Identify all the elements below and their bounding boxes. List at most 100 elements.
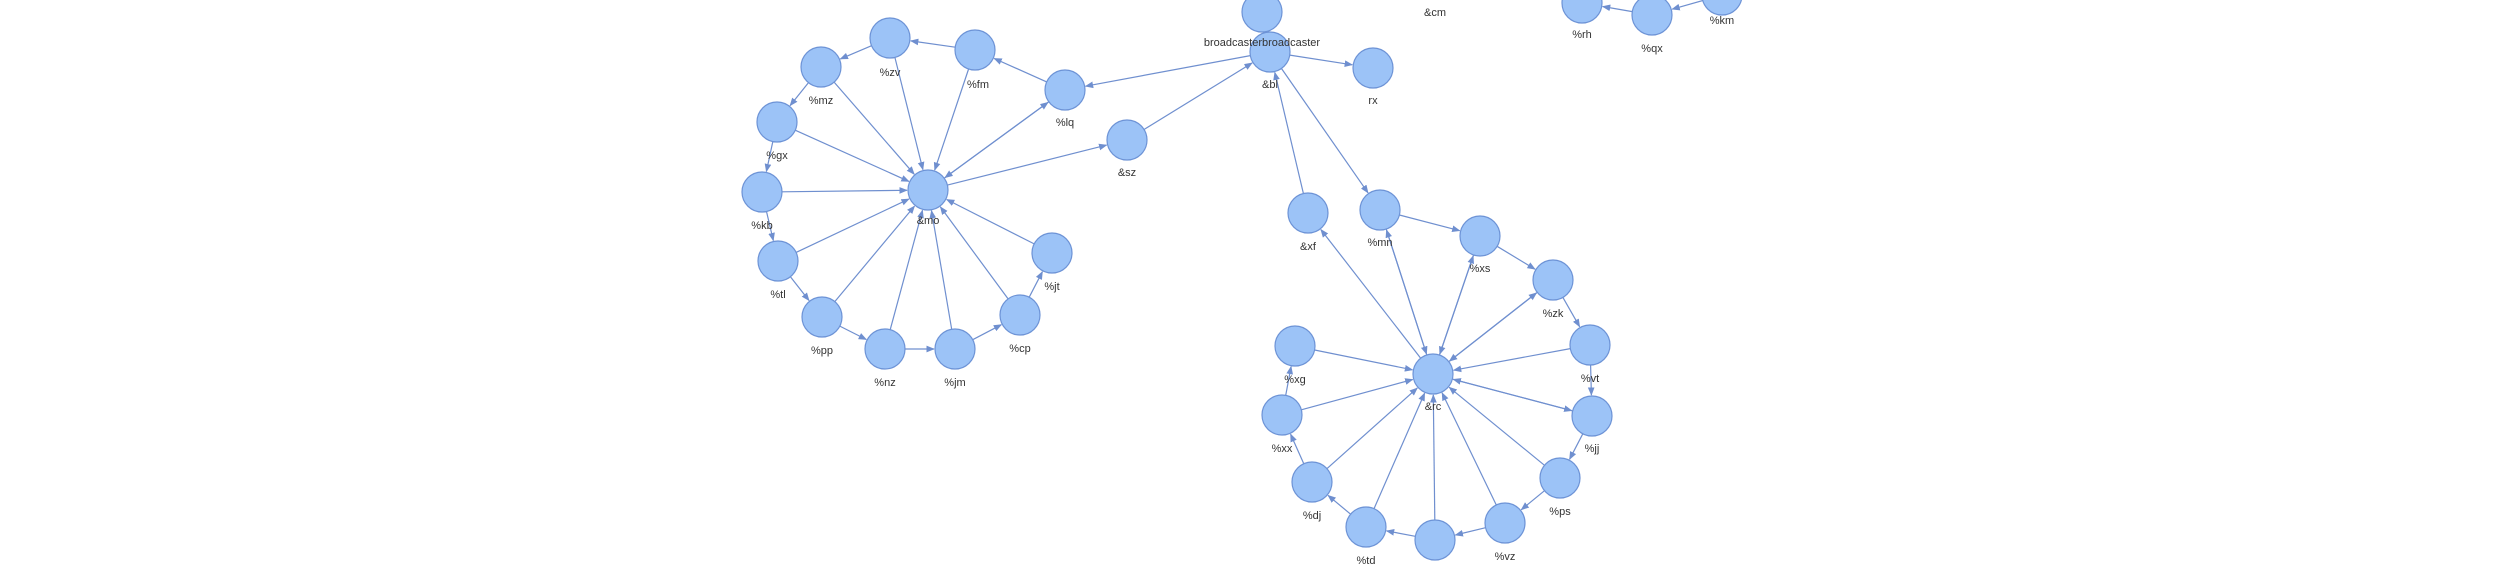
node-top[interactable] bbox=[1241, 0, 1283, 33]
node-nz[interactable]: %nz bbox=[864, 328, 906, 389]
node-lq[interactable]: %lq bbox=[1044, 69, 1086, 129]
node-circle-vz[interactable] bbox=[1484, 502, 1526, 544]
node-cp[interactable]: %cp bbox=[999, 294, 1041, 355]
node-circle-xg[interactable] bbox=[1274, 325, 1316, 367]
free-label-cm: &cm bbox=[1424, 7, 1446, 19]
node-kb[interactable]: %kb bbox=[741, 171, 783, 232]
node-mn[interactable]: %mn bbox=[1359, 189, 1401, 249]
node-layer: &mo %zv %fm %lq %mz %gx %kb %tl%pp %nz %jm %cp%jt &… bbox=[741, 0, 1742, 566]
edge-gx-kb bbox=[764, 141, 774, 173]
node-vz[interactable]: %vz bbox=[1484, 502, 1526, 563]
node-xf[interactable]: &xf bbox=[1287, 192, 1329, 253]
node-circle-rh[interactable] bbox=[1561, 0, 1603, 24]
node-circle-gx[interactable] bbox=[756, 101, 798, 143]
node-label-gx: %gx bbox=[766, 150, 788, 162]
node-qx[interactable]: %qx bbox=[1631, 0, 1673, 55]
node-circle-dj[interactable] bbox=[1291, 461, 1333, 503]
node-bot[interactable] bbox=[1414, 519, 1456, 561]
node-circle-vt[interactable] bbox=[1569, 324, 1611, 366]
node-rx[interactable]: rx bbox=[1352, 47, 1394, 107]
node-circle-cp[interactable] bbox=[999, 294, 1041, 336]
node-label-sz: &sz bbox=[1118, 167, 1136, 179]
node-label-xg: %xg bbox=[1284, 374, 1305, 386]
edge-kb-hub1 bbox=[781, 187, 908, 194]
node-circle-lq[interactable] bbox=[1044, 69, 1086, 111]
node-jt[interactable]: %jt bbox=[1031, 232, 1073, 293]
node-xg[interactable]: %xg bbox=[1274, 325, 1316, 386]
edge-xf-bc bbox=[1273, 71, 1304, 194]
node-circle-jt[interactable] bbox=[1031, 232, 1073, 274]
node-circle-tl[interactable] bbox=[757, 240, 799, 282]
node-bc[interactable]: &bl bbox=[1249, 31, 1291, 91]
node-circle-mz[interactable] bbox=[800, 46, 842, 88]
node-jm[interactable]: %jm bbox=[934, 328, 976, 389]
node-circle-xs[interactable] bbox=[1459, 215, 1501, 257]
node-circle-sz[interactable] bbox=[1106, 119, 1148, 161]
node-circle-jm[interactable] bbox=[934, 328, 976, 370]
edge-td-hub2 bbox=[1373, 392, 1426, 509]
node-ps[interactable]: %ps bbox=[1539, 457, 1581, 518]
edge-td-dj bbox=[1327, 494, 1351, 515]
node-circle-td[interactable] bbox=[1345, 506, 1387, 548]
node-rh[interactable]: %rh bbox=[1561, 0, 1603, 41]
node-circle-nz[interactable] bbox=[864, 328, 906, 370]
node-label-nz: %nz bbox=[874, 377, 895, 389]
node-circle-xx[interactable] bbox=[1261, 394, 1303, 436]
node-km[interactable]: %km bbox=[1702, 0, 1742, 27]
edge-mn-xs bbox=[1399, 214, 1461, 233]
node-circle-zk[interactable] bbox=[1532, 259, 1574, 301]
node-td[interactable]: %td bbox=[1345, 506, 1387, 566]
node-circle-bc[interactable] bbox=[1249, 31, 1291, 73]
node-gx[interactable]: %gx bbox=[756, 101, 798, 162]
node-label-qx: %qx bbox=[1641, 43, 1663, 55]
node-xx[interactable]: %xx bbox=[1261, 394, 1303, 455]
edge-dj-xx bbox=[1290, 433, 1305, 464]
node-circle-hub2[interactable] bbox=[1412, 353, 1454, 395]
node-label-bc: &bl bbox=[1262, 79, 1278, 91]
edge-bot-hub2 bbox=[1430, 394, 1437, 521]
node-circle-top[interactable] bbox=[1241, 0, 1283, 33]
edge-hub2-zk bbox=[1448, 292, 1538, 363]
node-circle-jj[interactable] bbox=[1571, 395, 1613, 437]
edge-hub1-lq bbox=[943, 101, 1049, 179]
node-circle-kb[interactable] bbox=[741, 171, 783, 213]
edge-qx-rh bbox=[1601, 4, 1633, 13]
node-circle-mn[interactable] bbox=[1359, 189, 1401, 231]
node-circle-zv[interactable] bbox=[869, 17, 911, 59]
edge-pp-nz bbox=[839, 325, 868, 341]
node-circle-hub1[interactable] bbox=[907, 169, 949, 211]
edge-xg-hub2 bbox=[1314, 349, 1414, 372]
edge-zv-hub1 bbox=[894, 57, 925, 171]
node-label-zk: %zk bbox=[1543, 308, 1564, 320]
edge-km-qx bbox=[1671, 0, 1703, 11]
node-circle-fm[interactable] bbox=[954, 29, 996, 71]
node-vt[interactable]: %vt bbox=[1569, 324, 1611, 385]
node-jj[interactable]: %jj bbox=[1571, 395, 1613, 455]
node-circle-xf[interactable] bbox=[1287, 192, 1329, 234]
node-zv[interactable]: %zv bbox=[869, 17, 911, 79]
node-hub2[interactable]: &rc bbox=[1412, 353, 1454, 413]
edge-lq-fm bbox=[993, 57, 1047, 83]
node-dj[interactable]: %dj bbox=[1291, 461, 1333, 522]
node-circle-ps[interactable] bbox=[1539, 457, 1581, 499]
node-circle-bot[interactable] bbox=[1414, 519, 1456, 561]
node-sz[interactable]: &sz bbox=[1106, 119, 1148, 179]
node-fm[interactable]: %fm bbox=[954, 29, 996, 91]
free-label-broadcaster: broadcasterbroadcaster bbox=[1204, 37, 1321, 49]
node-mz[interactable]: %mz bbox=[800, 46, 842, 107]
node-zk[interactable]: %zk bbox=[1532, 259, 1574, 320]
edge-ps-hub2 bbox=[1448, 386, 1545, 466]
node-circle-qx[interactable] bbox=[1631, 0, 1673, 36]
node-label-jj: %jj bbox=[1585, 443, 1600, 455]
node-tl[interactable]: %tl bbox=[757, 240, 799, 301]
node-circle-rx[interactable] bbox=[1352, 47, 1394, 89]
edge-fm-zv bbox=[909, 38, 956, 48]
node-circle-pp[interactable] bbox=[801, 296, 843, 338]
edge-bc-rx bbox=[1289, 54, 1354, 67]
node-pp[interactable]: %pp bbox=[801, 296, 843, 357]
node-hub1[interactable]: &mo bbox=[907, 169, 949, 227]
node-circle-km[interactable] bbox=[1702, 0, 1742, 16]
node-xs[interactable]: %xs bbox=[1459, 215, 1501, 275]
edge-cp-jt bbox=[1028, 270, 1043, 298]
free-label-layer: broadcasterbroadcaster&cm bbox=[1204, 7, 1446, 49]
